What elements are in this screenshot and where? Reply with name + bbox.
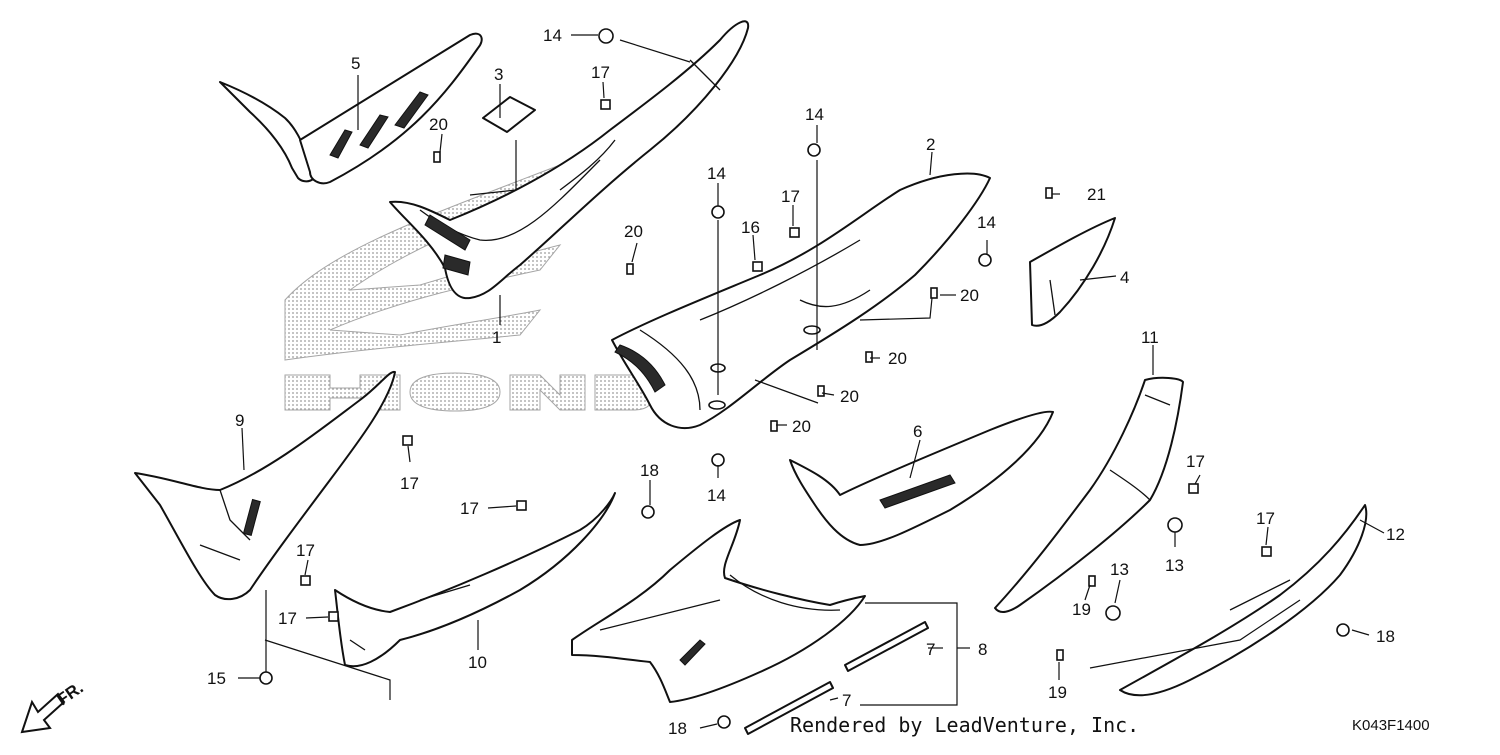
callout-18-bottom[interactable]: 18 bbox=[668, 719, 687, 738]
callout-19-upper[interactable]: 19 bbox=[1072, 600, 1091, 619]
callout-17-left-lower[interactable]: 17 bbox=[278, 609, 297, 628]
callout-17-left-upper[interactable]: 17 bbox=[400, 474, 419, 493]
part-11-right-cover[interactable] bbox=[994, 376, 1184, 613]
leader-lines bbox=[238, 34, 1385, 729]
part-6-side-cover[interactable] bbox=[789, 410, 1054, 546]
callout-10[interactable]: 10 bbox=[468, 653, 487, 672]
callout-14-bottom[interactable]: 14 bbox=[707, 486, 726, 505]
diagram-code: K043F1400 bbox=[1352, 717, 1430, 734]
callout-20-center-2[interactable]: 20 bbox=[840, 387, 859, 406]
footer-credit: Rendered by LeadVenture, Inc. bbox=[790, 713, 1139, 737]
callout-14-top[interactable]: 14 bbox=[543, 26, 562, 45]
callout-7-lower[interactable]: 7 bbox=[842, 691, 851, 710]
front-direction-indicator: FR. bbox=[20, 678, 87, 734]
callout-15[interactable]: 15 bbox=[207, 669, 226, 688]
callout-16[interactable]: 16 bbox=[741, 218, 760, 237]
part-9-left-cover[interactable] bbox=[134, 370, 396, 601]
part-5-side-cover[interactable] bbox=[219, 32, 483, 185]
callout-2[interactable]: 2 bbox=[926, 135, 935, 154]
callout-17-right-lower[interactable]: 17 bbox=[1256, 509, 1275, 528]
callout-13-left[interactable]: 13 bbox=[1165, 556, 1184, 575]
callout-4[interactable]: 4 bbox=[1120, 268, 1129, 287]
callout-14-middle[interactable]: 14 bbox=[707, 164, 726, 183]
part-1-center-cover[interactable] bbox=[389, 20, 750, 300]
callout-17-center[interactable]: 17 bbox=[781, 187, 800, 206]
part-2-floor-cover[interactable] bbox=[611, 172, 991, 430]
callout-19-lower[interactable]: 19 bbox=[1048, 683, 1067, 702]
callout-14-center[interactable]: 14 bbox=[805, 105, 824, 124]
part-12-right-lower-cover[interactable] bbox=[1119, 504, 1368, 697]
part-3-label[interactable] bbox=[482, 96, 536, 133]
callout-8[interactable]: 8 bbox=[978, 640, 987, 659]
callout-21[interactable]: 21 bbox=[1087, 185, 1106, 204]
arrow-down-left-icon bbox=[20, 692, 66, 734]
callout-20-center-3[interactable]: 20 bbox=[792, 417, 811, 436]
callout-1[interactable]: 1 bbox=[492, 328, 501, 347]
callout-14-right[interactable]: 14 bbox=[977, 213, 996, 232]
callout-5[interactable]: 5 bbox=[351, 54, 360, 73]
callout-7-upper[interactable]: 7 bbox=[926, 640, 935, 659]
callout-18-right[interactable]: 18 bbox=[1376, 627, 1395, 646]
callout-3[interactable]: 3 bbox=[494, 65, 503, 84]
callout-6[interactable]: 6 bbox=[913, 422, 922, 441]
fasteners bbox=[259, 28, 1350, 729]
part-8-under-cover[interactable] bbox=[571, 519, 866, 703]
callout-17-left-mid[interactable]: 17 bbox=[296, 541, 315, 560]
part-4-side-panel[interactable] bbox=[1029, 217, 1116, 327]
part-10-lower-cover[interactable] bbox=[334, 492, 616, 668]
callout-20-right[interactable]: 20 bbox=[960, 286, 979, 305]
callout-17-lower-cover[interactable]: 17 bbox=[460, 499, 479, 518]
callout-9[interactable]: 9 bbox=[235, 411, 244, 430]
callout-18-under[interactable]: 18 bbox=[640, 461, 659, 480]
callout-13-right[interactable]: 13 bbox=[1110, 560, 1129, 579]
callout-17-right-upper[interactable]: 17 bbox=[1186, 452, 1205, 471]
callout-11[interactable]: 11 bbox=[1141, 328, 1159, 347]
callout-20-center-1[interactable]: 20 bbox=[888, 349, 907, 368]
callout-20-mid-left[interactable]: 20 bbox=[624, 222, 643, 241]
callout-17-top[interactable]: 17 bbox=[591, 63, 610, 82]
callout-labels: 1 2 3 4 5 6 7 7 8 9 10 11 12 13 13 14 14… bbox=[207, 26, 1405, 738]
part-7-rails[interactable] bbox=[744, 621, 929, 735]
callout-12[interactable]: 12 bbox=[1386, 525, 1405, 544]
callout-20-left[interactable]: 20 bbox=[429, 115, 448, 134]
